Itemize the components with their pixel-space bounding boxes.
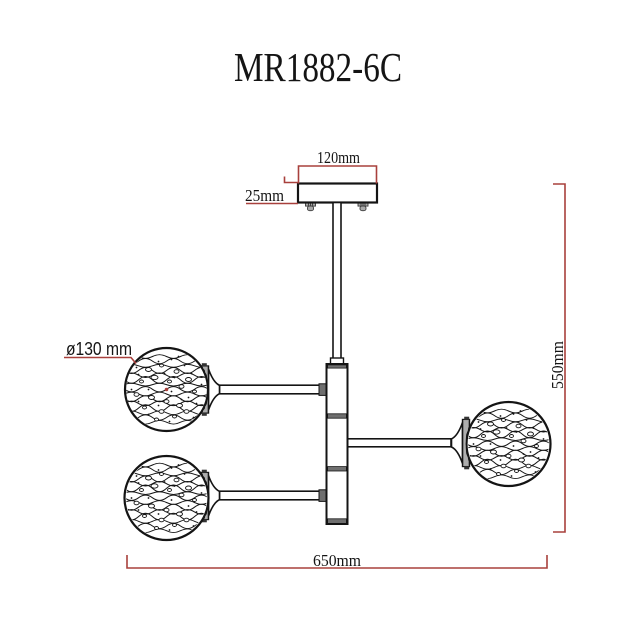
fixture-drawing [123,182,552,542]
glass-globe-right [465,400,552,488]
dim-overall-width-line [126,555,548,569]
screw-icon [305,202,316,212]
glass-globe-lower-left [123,454,210,542]
dim-label-shade-diameter: ø130 mm [66,339,132,359]
dim-canopy-width-bracket [297,165,378,184]
dim-label-overall-width: 650mm [313,551,361,570]
arm-lower-left [218,490,321,501]
central-column [325,363,349,525]
stem-rod [332,201,342,360]
arm-upper-left [218,384,321,395]
dim-label-canopy-height: 25mm [245,186,284,205]
dim-overall-height-line [553,183,566,533]
dim-canopy-height-upper-leader [283,176,298,184]
column-joint-bands [327,364,347,524]
ceiling-canopy [296,182,379,204]
arm-right [346,437,452,448]
dim-label-overall-height: 550mm [548,341,567,389]
drawing-labels: MR1882-6C 120mm 25mm ø130 mm 550mm 650mm [66,44,567,570]
screw-icon [357,202,369,212]
globe-center-mark [164,387,169,392]
dimension-lines [64,165,566,569]
dim-diameter-leader [64,356,137,365]
dim-label-canopy-width: 120mm [317,148,360,167]
drawing-title: MR1882-6C [234,44,402,90]
